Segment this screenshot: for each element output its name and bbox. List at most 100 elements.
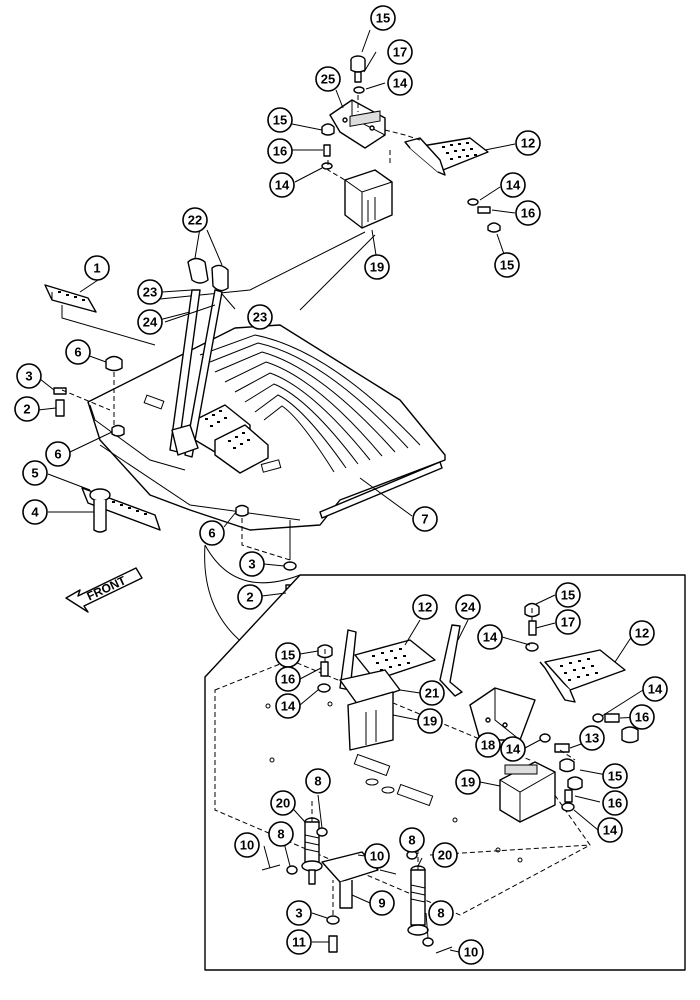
- callout-10: 10: [234, 832, 260, 858]
- callout-20: 20: [432, 842, 458, 868]
- svg-text:8: 8: [408, 833, 415, 848]
- callout-4: 4: [22, 499, 48, 525]
- leader-lines: [37, 29, 644, 953]
- callout-23: 23: [137, 279, 163, 305]
- svg-text:4: 4: [31, 505, 39, 520]
- callout-6: 6: [45, 441, 71, 467]
- callout-14: 14: [597, 817, 623, 843]
- callout-11: 11: [286, 929, 312, 955]
- callout-17: 17: [387, 39, 413, 65]
- callout-20: 20: [270, 790, 296, 816]
- svg-text:17: 17: [561, 615, 575, 630]
- svg-text:2: 2: [23, 402, 30, 417]
- svg-text:20: 20: [438, 848, 452, 863]
- svg-text:8: 8: [314, 774, 321, 789]
- svg-text:8: 8: [437, 906, 444, 921]
- callout-17: 17: [555, 609, 581, 635]
- svg-text:12: 12: [418, 600, 432, 615]
- svg-text:10: 10: [370, 849, 384, 864]
- callout-14: 14: [275, 693, 301, 719]
- callout-14: 14: [269, 172, 295, 198]
- callout-8: 8: [399, 827, 425, 853]
- callout-2: 2: [237, 584, 263, 610]
- callout-18: 18: [475, 732, 501, 758]
- svg-text:19: 19: [461, 775, 475, 790]
- callout-8: 8: [428, 900, 454, 926]
- svg-text:12: 12: [635, 626, 649, 641]
- svg-text:22: 22: [188, 213, 202, 228]
- svg-text:24: 24: [143, 315, 158, 330]
- callout-14: 14: [477, 624, 503, 650]
- svg-text:16: 16: [521, 206, 535, 221]
- svg-text:15: 15: [608, 769, 622, 784]
- callout-14: 14: [387, 70, 413, 96]
- callout-25: 25: [315, 66, 341, 92]
- callout-24: 24: [455, 594, 481, 620]
- callout-15: 15: [267, 107, 293, 133]
- svg-text:14: 14: [483, 630, 498, 645]
- svg-text:3: 3: [25, 369, 32, 384]
- callout-16: 16: [267, 138, 293, 164]
- svg-text:15: 15: [273, 113, 287, 128]
- svg-text:14: 14: [648, 682, 663, 697]
- callout-14: 14: [642, 676, 668, 702]
- front-arrow: FRONT: [65, 567, 143, 613]
- callout-6: 6: [65, 339, 91, 365]
- callout-12: 12: [629, 620, 655, 646]
- svg-text:12: 12: [521, 136, 535, 151]
- callout-16: 16: [515, 200, 541, 226]
- callout-7: 7: [412, 506, 438, 532]
- callout-19: 19: [417, 708, 443, 734]
- callout-14: 14: [500, 172, 526, 198]
- svg-text:18: 18: [481, 738, 495, 753]
- svg-text:14: 14: [506, 178, 521, 193]
- callout-22: 22: [182, 207, 208, 233]
- callout-3: 3: [16, 363, 42, 389]
- svg-text:15: 15: [500, 258, 514, 273]
- callout-5: 5: [22, 460, 48, 486]
- svg-text:17: 17: [393, 45, 407, 60]
- svg-text:9: 9: [378, 896, 385, 911]
- svg-text:23: 23: [143, 285, 157, 300]
- callout-15: 15: [602, 763, 628, 789]
- callout-15: 15: [494, 252, 520, 278]
- callout-12: 12: [515, 130, 541, 156]
- callout-16: 16: [629, 704, 655, 730]
- callout-1: 1: [84, 255, 110, 281]
- svg-text:14: 14: [603, 823, 618, 838]
- svg-text:2: 2: [246, 590, 253, 605]
- top-pedal-assembly: [321, 55, 501, 233]
- svg-text:14: 14: [506, 742, 521, 757]
- svg-text:13: 13: [585, 731, 599, 746]
- detail-inset: [204, 544, 686, 971]
- front-label: FRONT: [85, 573, 129, 603]
- svg-text:16: 16: [635, 710, 649, 725]
- callout-6: 6: [199, 520, 225, 546]
- svg-text:8: 8: [277, 827, 284, 842]
- callout-19: 19: [455, 769, 481, 795]
- callout-10: 10: [364, 843, 390, 869]
- svg-text:10: 10: [464, 945, 478, 960]
- svg-text:16: 16: [281, 672, 295, 687]
- callout-24: 24: [137, 309, 163, 335]
- callout-15: 15: [370, 5, 396, 31]
- svg-text:19: 19: [423, 714, 437, 729]
- svg-text:20: 20: [276, 796, 290, 811]
- svg-text:11: 11: [292, 935, 306, 950]
- svg-text:10: 10: [240, 838, 254, 853]
- callout-19: 19: [364, 254, 390, 280]
- svg-text:3: 3: [295, 906, 302, 921]
- svg-text:25: 25: [321, 72, 335, 87]
- svg-text:14: 14: [275, 178, 290, 193]
- callout-2: 2: [14, 396, 40, 422]
- callout-3: 3: [286, 900, 312, 926]
- svg-text:6: 6: [54, 447, 61, 462]
- svg-text:16: 16: [608, 796, 622, 811]
- svg-text:23: 23: [253, 310, 267, 325]
- svg-text:1: 1: [93, 261, 100, 276]
- svg-text:24: 24: [461, 600, 476, 615]
- callout-10: 10: [458, 939, 484, 965]
- callouts: 15 17 25 14 15 12 16 14 14 16 15 19 22 1…: [14, 5, 668, 965]
- callout-13: 13: [579, 725, 605, 751]
